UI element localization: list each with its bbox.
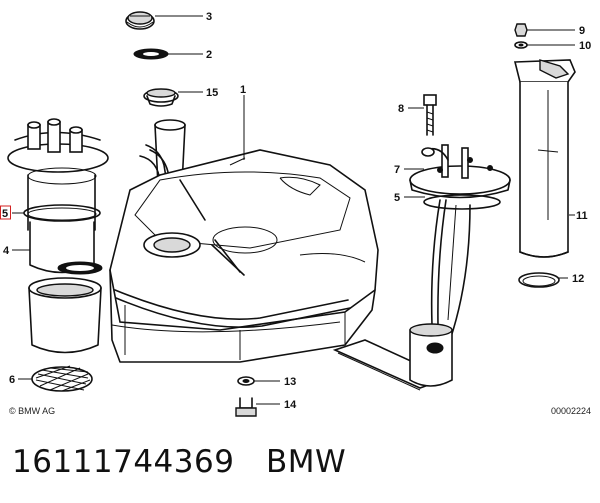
sender-flange xyxy=(409,144,511,199)
callout-10: 10 xyxy=(579,40,591,52)
filler-cap xyxy=(125,11,155,30)
callout-2: 2 xyxy=(206,49,212,61)
brand-name: BMW xyxy=(266,444,346,480)
drain-washer xyxy=(237,376,255,386)
callout-3: 3 xyxy=(206,11,212,23)
filler-ring xyxy=(143,88,179,107)
cap-gasket xyxy=(133,48,169,60)
callout-4: 4 xyxy=(3,245,10,257)
copyright-text: © BMW AG xyxy=(9,406,55,416)
callout-9: 9 xyxy=(579,25,585,37)
leader-lines xyxy=(12,15,575,405)
sender-bolt-8 xyxy=(423,94,437,136)
callout-12: 12 xyxy=(572,273,584,285)
diagram-code: 00002224 xyxy=(551,406,591,416)
callout-11: 11 xyxy=(576,210,588,222)
callout-1: 1 xyxy=(240,84,246,96)
callout-5-highlight xyxy=(0,205,11,220)
nut-9 xyxy=(514,23,528,37)
drain-plug xyxy=(235,397,257,417)
pump-seal-ring-5 xyxy=(23,204,101,222)
sender-gasket-5 xyxy=(423,194,501,210)
pump-strainer xyxy=(28,277,102,354)
callout-13: 13 xyxy=(284,376,296,388)
fuel-tank xyxy=(109,149,379,363)
callout-14: 14 xyxy=(284,399,297,411)
callout-5-right: 5 xyxy=(394,192,400,204)
seal-ring-12 xyxy=(518,272,560,288)
sender-float-arm xyxy=(332,323,453,391)
part-number: 16111744369 xyxy=(12,444,234,480)
callout-15: 15 xyxy=(206,87,218,99)
callout-7: 7 xyxy=(394,164,400,176)
sender-tubes xyxy=(430,199,471,341)
pump-sleeve-4 xyxy=(29,221,103,275)
level-sensor-11 xyxy=(513,59,576,258)
callout-8: 8 xyxy=(398,103,404,115)
pump-housing xyxy=(7,118,109,231)
washer-10 xyxy=(514,41,528,49)
callout-6: 6 xyxy=(9,374,15,386)
filter-screen-6 xyxy=(31,365,93,392)
callout-5-left: 5 xyxy=(2,208,8,220)
